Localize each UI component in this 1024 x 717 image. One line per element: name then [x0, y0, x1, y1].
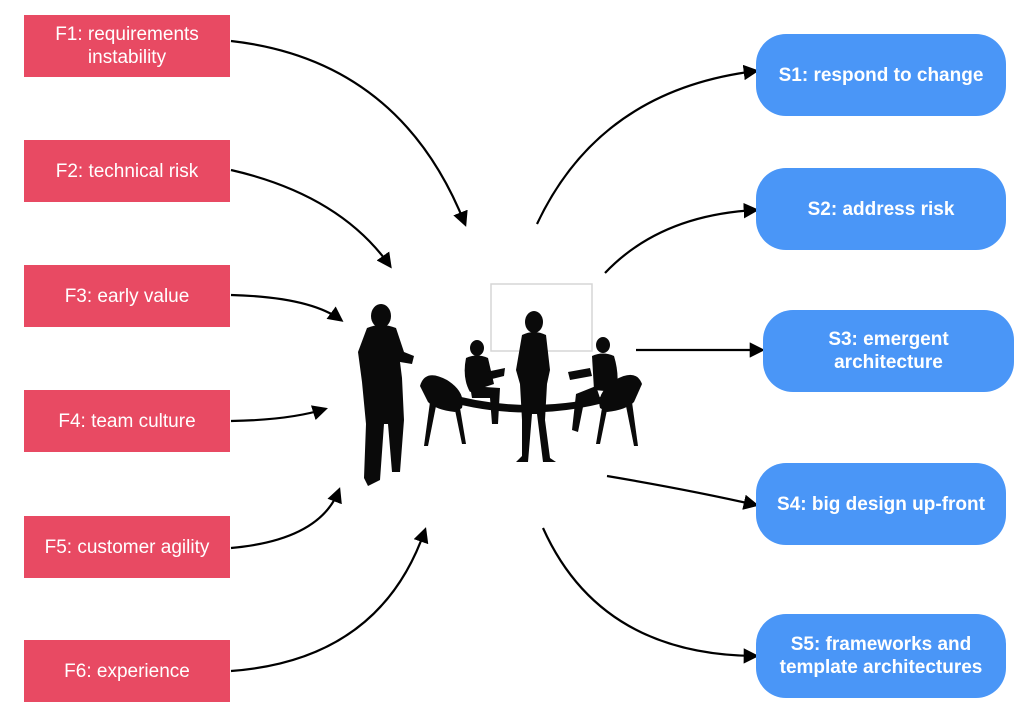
strategy-label: S5: frameworks and template architecture…	[779, 634, 983, 678]
arrow-f4	[230, 405, 328, 423]
strategy-label: S3: emergent architecture	[828, 329, 949, 373]
arrow-s4	[606, 474, 760, 510]
arrow-s1	[536, 64, 760, 225]
factor-box-f6: F6: experience	[24, 640, 230, 702]
factor-box-f3: F3: early value	[24, 265, 230, 327]
factor-box-f5: F5: customer agility	[24, 516, 230, 578]
factor-label: F2: technical risk	[55, 160, 199, 182]
strategy-label: S4: big design up-front	[777, 493, 985, 515]
seated-person-left-icon	[464, 340, 505, 424]
strategy-label: S1: respond to change	[778, 64, 984, 86]
factor-label: F3: early value	[64, 285, 190, 307]
arrow-f1	[230, 39, 468, 227]
standing-man-icon	[358, 304, 414, 486]
standing-woman-icon	[516, 311, 556, 462]
strategy-box-s1: S1: respond to change	[756, 34, 1006, 116]
strategy-box-s3: S3: emergent architecture	[763, 310, 1014, 392]
factor-box-f2: F2: technical risk	[24, 140, 230, 202]
factor-box-f4: F4: team culture	[24, 390, 230, 452]
arrow-f2	[230, 168, 392, 269]
chair-left-icon	[420, 375, 466, 446]
arrow-f6	[230, 527, 429, 673]
arrow-f5	[230, 487, 342, 550]
factor-label: F4: team culture	[58, 410, 196, 432]
arrow-f3	[230, 293, 344, 322]
arrow-s2	[604, 202, 760, 274]
strategy-label: S2: address risk	[807, 198, 955, 220]
seated-person-right-icon	[568, 337, 618, 432]
factor-label: F1: requirements instability	[55, 24, 199, 68]
factor-label: F5: customer agility	[44, 536, 210, 558]
arrow-s5	[541, 527, 760, 664]
strategy-box-s4: S4: big design up-front	[756, 463, 1006, 545]
factor-label: F6: experience	[64, 660, 190, 682]
strategy-box-s5: S5: frameworks and template architecture…	[756, 614, 1006, 698]
strategy-box-s2: S2: address risk	[756, 168, 1006, 250]
factor-box-f1: F1: requirements instability	[24, 15, 230, 77]
